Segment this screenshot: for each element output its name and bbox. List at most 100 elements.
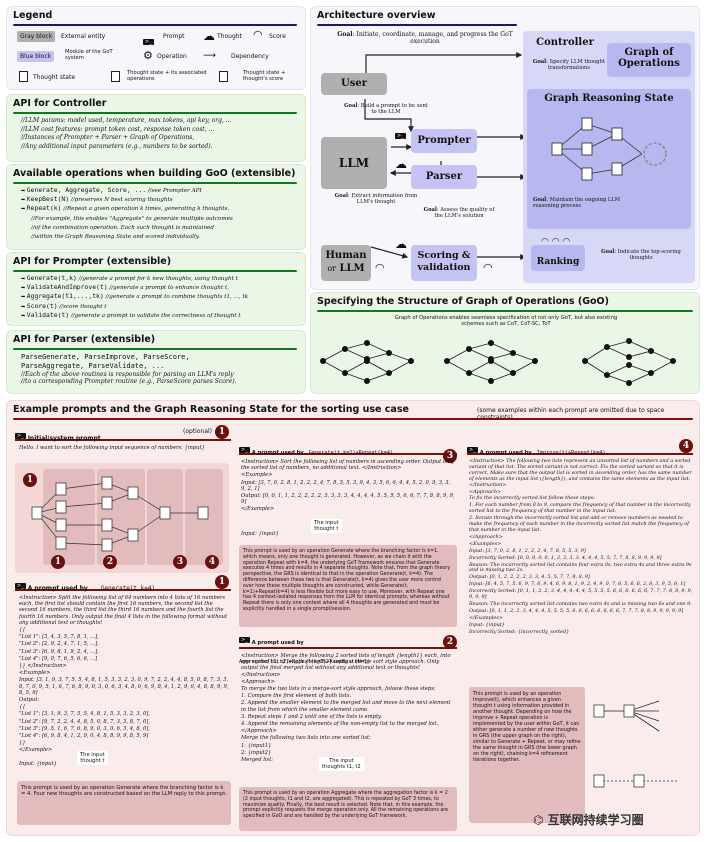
legend-prompt-icon: >_ <box>143 38 154 45</box>
specify-goal-text: : Specify LLM thought transformations <box>546 59 606 72</box>
grs-goal-text: : Maintain the ongoing LLM reasoning pro… <box>533 197 621 210</box>
p1-body-line: Input: [3, 1, 9, 3, 7, 5, 5, 4, 8, 1, 5,… <box>19 677 229 696</box>
p1-body-line: "List 3": [6, 9, 8, 1, 9, 2, 4, ...], <box>19 648 99 655</box>
legend-score-label: Score <box>269 33 286 40</box>
grs-badge-2: 2 <box>103 555 117 569</box>
p4-body-line: 2. Iterate through the incorrectly sorte… <box>469 515 689 533</box>
user-box[interactable]: User <box>321 73 387 95</box>
parser-code-2: ParseAggregate, ParseValidate, ... <box>21 362 165 370</box>
arrow-icon: ➡ <box>21 312 27 319</box>
examples-panel: Example prompts and the Graph Reasoning … <box>6 400 700 836</box>
ranking-box[interactable]: Ranking <box>531 245 585 271</box>
p3-thought-t: thought t <box>314 526 339 533</box>
prompter-goal: Goal: Build a prompt to be sent to the L… <box>341 103 431 115</box>
grs-goal: Goal: Maintain the ongoing LLM reasoning… <box>533 197 629 209</box>
ranking-score-icons: ◠ ◠ ◠ <box>541 237 571 247</box>
p4-body-line: Reason: The incorrectly sorted list cont… <box>469 561 692 574</box>
grs-badge-3: 3 <box>173 555 187 569</box>
legend-blue-block: Blue block <box>17 51 55 63</box>
parser-box[interactable]: Parser <box>411 165 477 189</box>
p4-body-line: To fix the incorrectly sorted list follo… <box>469 495 595 502</box>
p2-body-line: </Approach> <box>241 728 277 735</box>
p2-body-line: Merge the following two lists into one s… <box>241 735 371 742</box>
specify-goal: Goal: Specify LLM thought transformation… <box>531 59 607 71</box>
ops-list: ➡ Generate, Aggregate, Score, ... //see … <box>21 186 305 242</box>
parser-comment-1: //Each of the above routines is responsi… <box>21 371 234 378</box>
p2-body-line: <Instruction> Merge the following 2 sort… <box>241 653 451 678</box>
comment: //generate a prompt to validate the corr… <box>69 312 241 319</box>
p2-body-line: 2: {input2} <box>241 749 272 756</box>
p4-body-line: 1. For each number from 0 to 9, compare … <box>469 502 691 515</box>
ranking-goal-text: : Indicate the top-scoring thoughts <box>614 249 681 262</box>
api-prompter-underline <box>13 270 297 272</box>
p3-header: >_A prompt used by Generate(t,k=1)+Repea… <box>239 439 457 456</box>
goo-underline <box>317 310 693 312</box>
llm-box[interactable]: LLM <box>321 137 387 189</box>
p4-body-line: </Approach> <box>469 533 503 540</box>
prompter-list-line: ➡ Generate(t,k) //generate a prompt for … <box>21 274 305 283</box>
p2-body: <Instruction> Merge the following 2 sort… <box>241 653 455 764</box>
api-prompter-panel: API for Prompter (extensible) ➡ Generate… <box>6 252 306 326</box>
arrow-icon: ➡ <box>21 303 27 310</box>
ops-list-line: ➡ KeepBest(N) //preserves N best scoring… <box>21 196 305 204</box>
api-parser-title: API for Parser (extensible) <box>13 334 156 345</box>
parser-goal-text: : Extract information from LLM's thought <box>347 193 418 206</box>
p2-thoughts: thoughts t1, t2 <box>322 764 361 771</box>
graph-ops-box[interactable]: Graph of Operations <box>607 43 691 77</box>
legend-thought-state-label: Thought state <box>33 74 76 81</box>
code: Generate, Aggregate, Score, ... <box>26 186 147 194</box>
code: Repeat(k) <box>26 204 62 213</box>
ops-title: Available operations when building GoO (… <box>13 168 296 179</box>
grs-label: Graph Reasoning State <box>544 93 674 104</box>
p1-body-line: "List 1": [3, 1, 9, 3, 7, 5, 5, 4, 8, 1,… <box>19 711 150 718</box>
p2-body-line: <Approach> <box>241 678 276 685</box>
scoring-thought-icon: ☁ <box>395 237 407 251</box>
p1-body-line: <Instruction> Split the following list o… <box>19 595 228 626</box>
p2-label: A prompt used by <box>251 640 304 646</box>
api-controller-line: //LLM cost features: prompt token cost, … <box>21 125 215 133</box>
p1-body-line: "List 4": [9, 0, 7, 6, 5, 6, 6, ...] <box>19 655 98 662</box>
p4-body-line: <Examples> <box>469 540 502 547</box>
p3-body-line: Input: [3, 7, 0, 2, 8, 1, 2, 2, 2, 4, 7,… <box>241 479 451 492</box>
grs-box[interactable] <box>527 89 691 229</box>
comment: //Repeat a given operation k times, gene… <box>61 206 230 213</box>
api-parser-panel: API for Parser (extensible) ParseGenerat… <box>6 330 306 394</box>
p1-body-line: </Example> <box>19 747 53 754</box>
architecture-underline <box>317 24 517 26</box>
p4-body-line: </Examples> <box>469 614 503 621</box>
p4-body-line: Input: [3, 7, 0, 2, 8, 1, 2, 2, 2, 4, 7,… <box>469 547 586 554</box>
scoring-label: Scoring & validation <box>417 250 471 273</box>
code: Generate(t,k) <box>26 274 77 282</box>
legend-score-icon: ◠ <box>253 28 263 41</box>
comment: //within the Graph Reasoning State and s… <box>31 234 200 241</box>
api-parser-body: ParseGenerate, ParseImprove, ParseScore,… <box>21 353 305 385</box>
comment: //of the combination operation. Each suc… <box>31 224 214 231</box>
comment: //score thought t <box>57 303 107 310</box>
p3-body-line: </Example> <box>241 506 275 513</box>
code: Validate(t) <box>26 310 70 319</box>
badge-1-init: 1 <box>215 425 229 439</box>
examples-underline <box>13 418 693 420</box>
legend-gray-desc: External entity <box>61 33 106 40</box>
human-label: Human <box>325 250 367 261</box>
p4-body-line: <Instruction> The following two lists re… <box>469 458 692 488</box>
legend-thought-state-score-label: Thought state + thought's score <box>243 70 286 83</box>
prompter-list-line: ➡ Score(t) //score thought t <box>21 302 305 311</box>
ops-list-line: ➡ Generate, Aggregate, Score, ... //see … <box>21 186 305 195</box>
comment: //preserves N best scoring thoughts <box>69 197 173 204</box>
api-controller-line: //Any additional input parameters (e.g.,… <box>21 143 213 151</box>
architecture-panel: Architecture overview Goal: Initiate, co… <box>310 6 700 290</box>
ops-list-line: //within the Graph Reasoning State and s… <box>21 233 305 241</box>
controller-goal-label: Goal <box>337 31 353 38</box>
parser-thought-icon: ☁ <box>395 157 407 171</box>
ranking-goal-label: Goal <box>601 249 615 255</box>
ranking-goal: Goal: Indicate the top-scoring thoughts <box>593 249 689 261</box>
watermark: ⌬ 互联网持续学习圈 <box>533 813 644 827</box>
parser-code-1: ParseGenerate, ParseImprove, ParseScore, <box>21 353 190 361</box>
p1-body-line: {{ <box>19 704 26 711</box>
scoring-goal-text: : Assess the quality of the LLM's soluti… <box>434 207 495 220</box>
ops-list-line: //of the combination operation. Each suc… <box>21 224 305 232</box>
scoring-box[interactable]: Scoring & validation <box>411 245 477 281</box>
prompter-box[interactable]: Prompter <box>411 129 477 153</box>
